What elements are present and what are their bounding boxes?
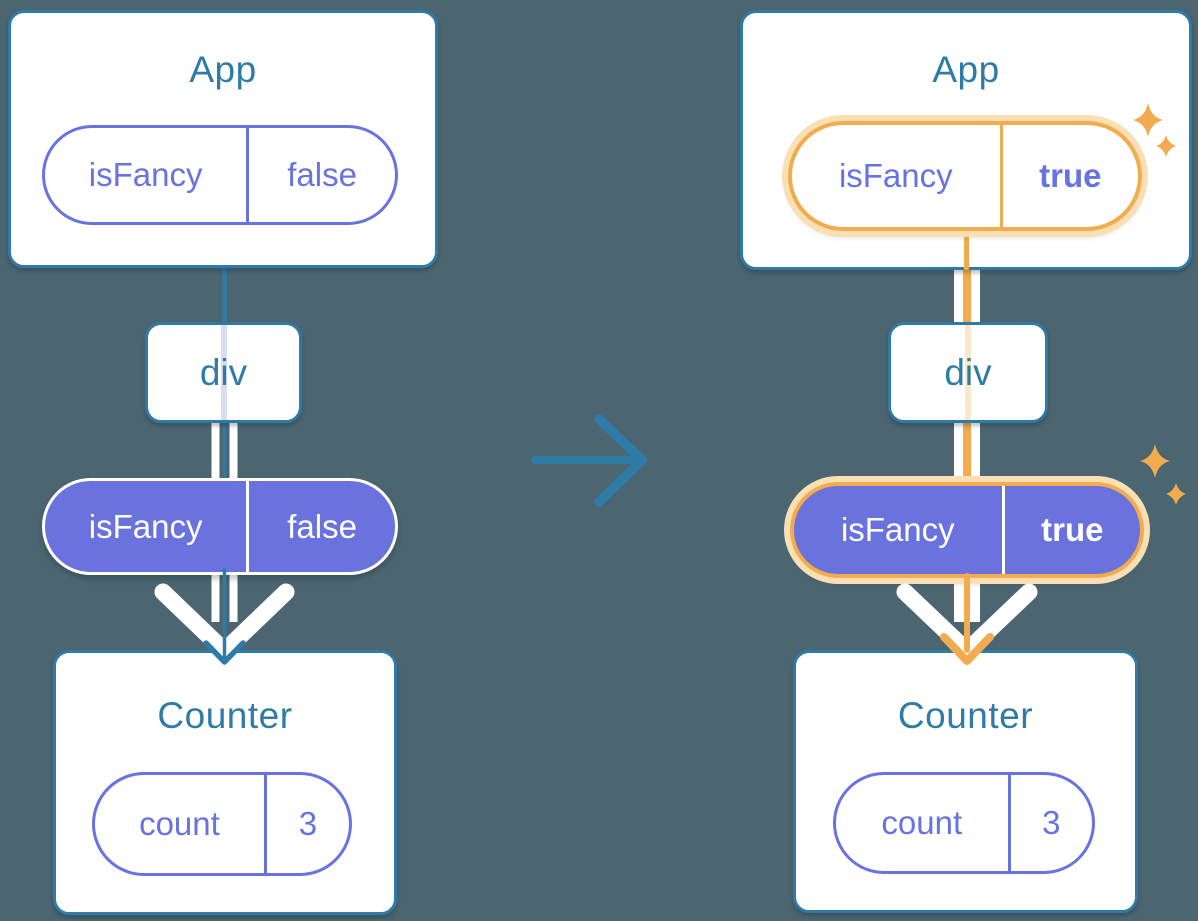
white-arrow-down-icon-left bbox=[154, 583, 295, 660]
div-card-left: div bbox=[145, 322, 302, 423]
state-name-left: count bbox=[139, 805, 220, 842]
sparkle-large-icon bbox=[1140, 444, 1170, 478]
div-card-right: div bbox=[888, 322, 1048, 423]
state-pill-left: count 3 bbox=[92, 772, 352, 876]
transition-arrow-right-icon bbox=[531, 414, 647, 507]
app-title-left: App bbox=[189, 49, 257, 90]
app-card-right: App isFancy true bbox=[740, 10, 1192, 270]
context-line-pale-orange bbox=[965, 325, 971, 420]
counter-card-left: Counter count 3 bbox=[53, 650, 397, 915]
state-value-right: 3 bbox=[1042, 804, 1061, 841]
div-label-left: div bbox=[199, 351, 248, 393]
prop-name-left: isFancy bbox=[88, 156, 203, 193]
pill-divider bbox=[999, 125, 1003, 227]
transition-arrow-head bbox=[594, 414, 647, 507]
pill-divider bbox=[1001, 486, 1005, 574]
pill-divider bbox=[263, 775, 267, 873]
state-pill-right: count 3 bbox=[833, 772, 1095, 874]
pill-divider bbox=[1007, 775, 1011, 871]
app-card-left: App isFancy false bbox=[8, 10, 438, 268]
counter-card-right: Counter count 3 bbox=[793, 650, 1138, 913]
context-value-right: true bbox=[1041, 511, 1104, 548]
context-line-lavender bbox=[220, 325, 227, 420]
sparkle-small-icon bbox=[1166, 483, 1186, 505]
sparkles-icon-bottom bbox=[1140, 444, 1186, 505]
context-line-orange bbox=[964, 218, 969, 270]
prop-value-left: false bbox=[287, 156, 357, 193]
counter-title-right: Counter bbox=[897, 695, 1034, 736]
prop-name-right: isFancy bbox=[838, 157, 953, 194]
app-prop-pill-right: isFancy true bbox=[788, 121, 1142, 231]
context-name-right: isFancy bbox=[840, 511, 955, 548]
context-name-left: isFancy bbox=[88, 507, 203, 545]
state-value-left: 3 bbox=[298, 805, 318, 842]
white-arrow-down-icon-right bbox=[896, 583, 1038, 660]
context-pill-right: isFancy true bbox=[790, 482, 1144, 578]
context-value-left: false bbox=[287, 507, 357, 545]
app-prop-pill-left: isFancy false bbox=[42, 125, 398, 225]
prop-value-right: true bbox=[1039, 157, 1102, 194]
context-pill-left: isFancy false bbox=[42, 478, 398, 575]
div-label-right: div bbox=[944, 351, 992, 393]
app-title-right: App bbox=[932, 49, 1000, 90]
pill-divider bbox=[246, 128, 250, 222]
pill-divider bbox=[246, 481, 250, 572]
counter-title-left: Counter bbox=[157, 695, 293, 736]
state-name-right: count bbox=[881, 804, 963, 841]
